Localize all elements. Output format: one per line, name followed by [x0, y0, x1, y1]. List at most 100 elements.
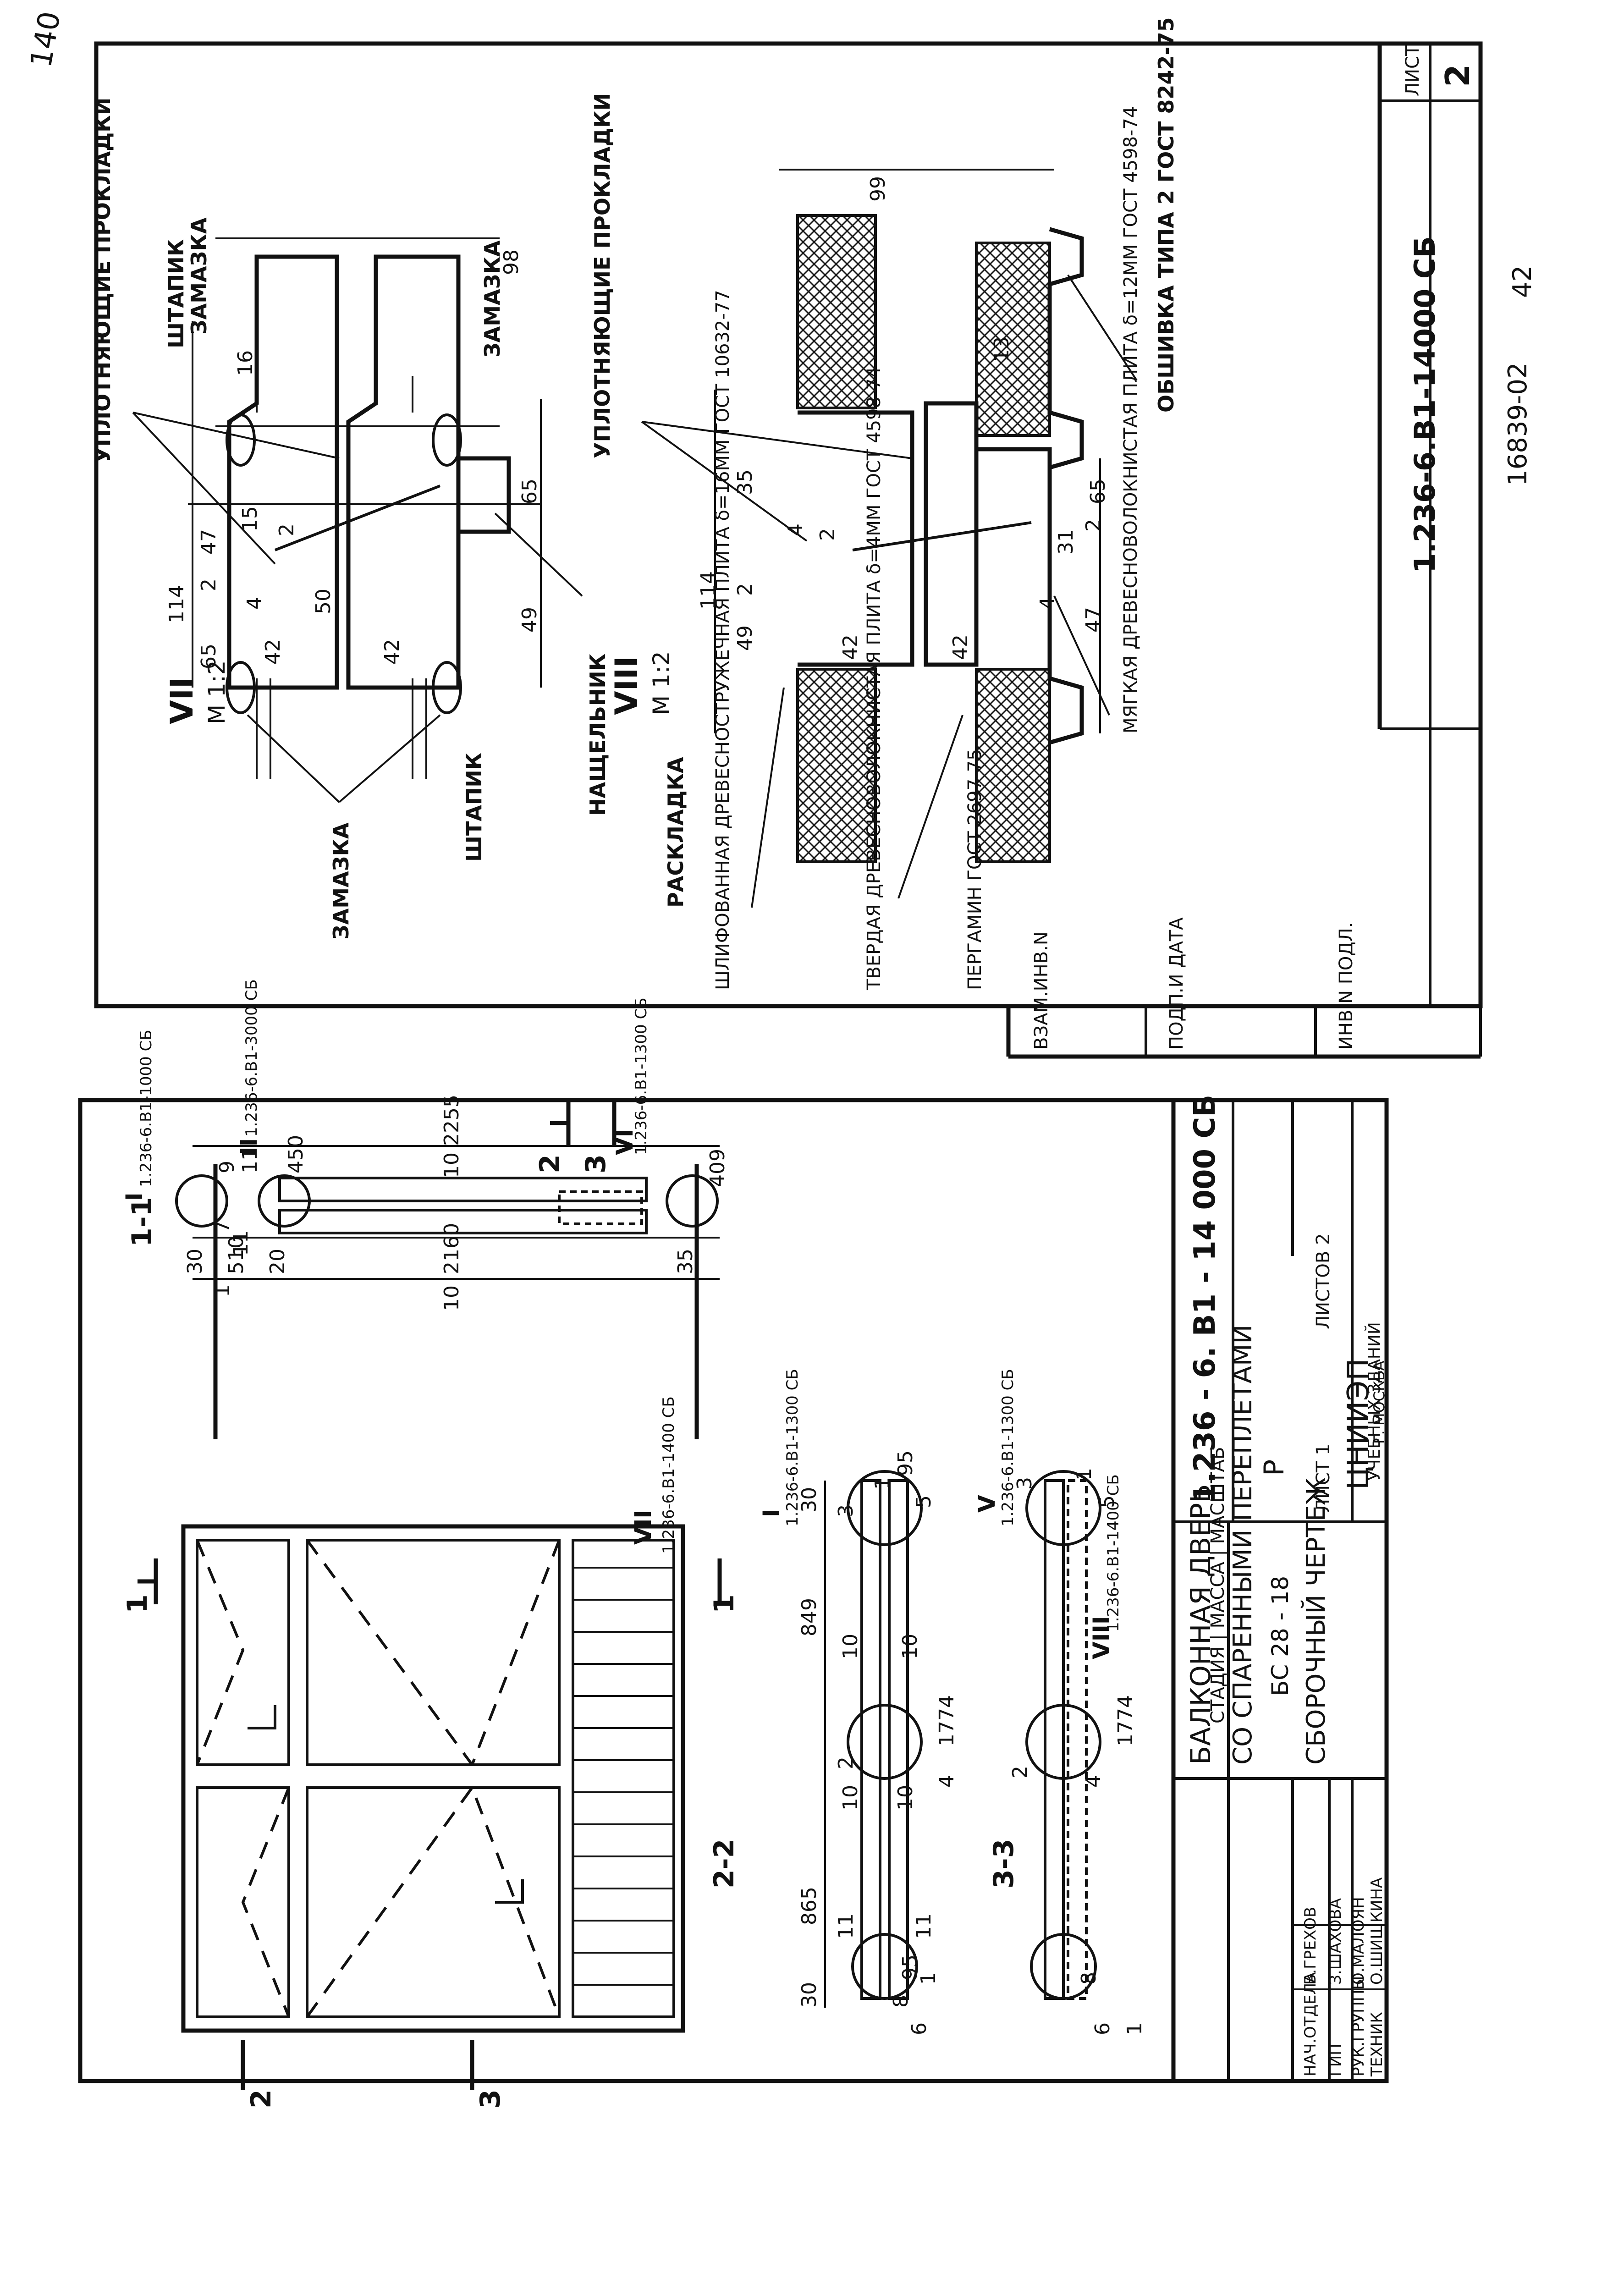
vii-dim-42b: 42 — [380, 639, 404, 665]
cut-label-1-left: 1 — [121, 1594, 154, 1613]
s22-dim-95a: 95 — [894, 1450, 917, 1476]
view-viii-title: VIII — [609, 656, 645, 715]
s22-part-10a: 10 — [839, 1785, 862, 1811]
s22-part-10c: 10 — [839, 1634, 862, 1659]
viii-dim-42a: 42 — [839, 634, 862, 660]
sig-name-2: З.ШАХОВА — [1327, 1898, 1345, 1985]
vii-label-cover: НАЩЕЛЬНИК — [585, 654, 610, 816]
title-designation: 1.236 - 6. В1 - 14 000 СБ — [1188, 1095, 1222, 1503]
vii-dim-65a: 65 — [197, 644, 220, 669]
louver-lines — [573, 1567, 674, 1986]
s22-part-6: 6 — [908, 2022, 931, 2035]
org-line-3: Г. МОСКВА — [1371, 1360, 1388, 1444]
vii-label-seal: УПЛОТНЯЮЩИЕ ПРОКЛАДКИ — [90, 98, 115, 463]
vii-label-bead-top: ШТАПИК — [164, 239, 188, 348]
s11-dim-2255: 2255 — [440, 1095, 463, 1146]
s11-part-1: 1 — [211, 1284, 234, 1297]
cut-label-1-right: 1 — [708, 1594, 740, 1613]
viii-dim-2c: 2 — [1082, 519, 1105, 532]
s22-part-1b: 1 — [871, 1477, 894, 1490]
s22-dim-30a: 30 — [798, 1982, 821, 2008]
vii-label-putty-top: ЗАМАЗКА — [187, 217, 211, 335]
s22-dim-30b: 30 — [798, 1487, 821, 1513]
callout-i-top: I — [121, 1192, 148, 1201]
sheets-cell: ЛИСТОВ 2 — [1313, 1233, 1334, 1329]
vii-dim-15: 15 — [238, 506, 262, 532]
viii-label-seal: УПЛОТНЯЮЩИЕ ПРОКЛАДКИ — [590, 93, 615, 458]
cut-label-2: 2 — [245, 2089, 277, 2109]
viii-dim-65: 65 — [1086, 479, 1110, 504]
s22-part-2: 2 — [834, 1756, 858, 1769]
section-1-1-label: 1-1 — [126, 1197, 158, 1247]
view-vii-title: VII — [164, 677, 200, 724]
top-sheet-number: 2 — [1438, 64, 1477, 87]
viii-dim-4: 4 — [784, 523, 807, 536]
sig-name-3: О.МАЛОЯН — [1349, 1897, 1368, 1985]
viii-label-chip: ШЛИФОВАННАЯ ДРЕВЕСНОСТРУЖЕЧНАЯ ПЛИТА δ=1… — [712, 290, 733, 990]
callout-vi: VI — [611, 1129, 638, 1155]
view-vii: VII М 1:2 — [90, 98, 610, 940]
top-sheet-label: ЛИСТ — [1402, 44, 1423, 96]
callout-i-top-ref: 1.236-6.В1-1000 СБ — [137, 1030, 155, 1187]
viii-dim-2b: 2 — [816, 528, 839, 541]
s22-part-1a: 1 — [917, 1972, 940, 1985]
view-viii-scale: М 1:2 — [648, 651, 675, 715]
s22-part-10b: 10 — [894, 1785, 917, 1811]
title-block: 1.236 - 6. В1 - 14 000 СБ БАЛКОННАЯ ДВЕР… — [1171, 1095, 1389, 2083]
view-viii: VIII М 1:2 99 114 — [590, 17, 1178, 991]
s11-part-11b: 11 — [238, 1148, 262, 1173]
callout-viii-ref: 1.236-6.В1-1400 СБ — [1104, 1474, 1123, 1632]
vii-label-putty-left: ЗАМАЗКА — [329, 822, 353, 940]
s11-part-9: 9 — [215, 1161, 239, 1173]
viii-label-layout: РАСКЛАДКА — [663, 757, 688, 908]
vii-dim-49: 49 — [518, 607, 541, 633]
s22-part-10d: 10 — [898, 1634, 922, 1659]
callout-i-22-ref: 1.236-6.В1-1300 СБ — [783, 1369, 802, 1526]
stage-value: Р — [1258, 1459, 1290, 1476]
sig-name-1: В.ГРЕХОВ — [1301, 1907, 1320, 1985]
section-1-1: 1-1 30 510 20 2160 — [121, 979, 729, 1554]
sheet-cell: ЛИСТ 1 — [1313, 1443, 1334, 1513]
viii-dim-2a: 2 — [733, 583, 757, 596]
callout-ii-ref: 1.236-6.В1-3000 СБ — [242, 979, 261, 1137]
cut-label-2-top: 2 — [534, 1154, 566, 1173]
s22-dim-95b: 95 — [898, 1955, 922, 1980]
s11-part-7: 7 — [211, 1220, 234, 1233]
vii-label-bead-bottom: ШТАПИК — [462, 753, 486, 862]
s33-part-1b: 1 — [1073, 1468, 1096, 1481]
cut-label-3: 3 — [474, 2089, 506, 2109]
s11-part-11a: 11 — [229, 1230, 253, 1256]
bottom-sheet: 1.236 - 6. В1 - 14 000 СБ БАЛКОННАЯ ДВЕР… — [78, 979, 1389, 2109]
viii-label-sheathing: ОБШИВКА ТИПА 2 ГОСТ 8242-75 — [1154, 17, 1178, 413]
s33-part-6: 6 — [1091, 2022, 1114, 2035]
sig-role-2: ГИП — [1327, 2043, 1345, 2076]
callout-ii: II — [236, 1138, 262, 1155]
sig-role-1: НАЧ.ОТДЕЛА — [1301, 1972, 1320, 2076]
vii-dim-98: 98 — [500, 249, 523, 275]
title-line-2: СО СПАРЕННЫМИ ПЕРЕПЛЕТАМИ — [1228, 1325, 1258, 1765]
view-vii-scale: М 1:2 — [204, 660, 230, 724]
callout-vii: VII — [630, 1510, 656, 1545]
s11-dim-409: 409 — [706, 1149, 729, 1187]
sig-role-3: РУК.ГРУППЫ — [1349, 1976, 1368, 2076]
s33-part-4: 4 — [1082, 1775, 1105, 1788]
s33-dim-1774: 1774 — [1114, 1695, 1137, 1746]
vii-dim-65b: 65 — [518, 479, 541, 504]
vii-dim-114: 114 — [165, 585, 188, 623]
s22-dim-849: 849 — [798, 1598, 821, 1636]
callout-vii-ref: 1.236-6.В1-1400 СБ — [660, 1396, 678, 1554]
title-line-4: СБОРОЧНЫЙ ЧЕРТЕЖ — [1301, 1478, 1331, 1765]
top-sheet: ЛИСТ 2 1.236-6.В1-14000 СБ 16839-02 42 В… — [90, 17, 1537, 1059]
viii-dim-49: 49 — [733, 625, 757, 651]
vii-dim-47: 47 — [197, 529, 220, 555]
vii-dim-2a: 2 — [197, 578, 220, 591]
sig-name-4: О.ШИШКИНА — [1368, 1878, 1386, 1985]
s11-dim-20: 20 — [266, 1249, 289, 1274]
cut-label-3-top: 3 — [580, 1154, 612, 1173]
callout-i-22: I — [758, 1509, 785, 1517]
viii-label-pergamin: ПЕРГАМИН ГОСТ 2697-75 — [964, 749, 985, 990]
vii-dim-16: 16 — [234, 350, 257, 376]
sig-role-4: ТЕХНИК — [1368, 2012, 1386, 2077]
vii-dim-42a: 42 — [261, 639, 285, 665]
s22-part-8: 8 — [889, 1995, 913, 2008]
